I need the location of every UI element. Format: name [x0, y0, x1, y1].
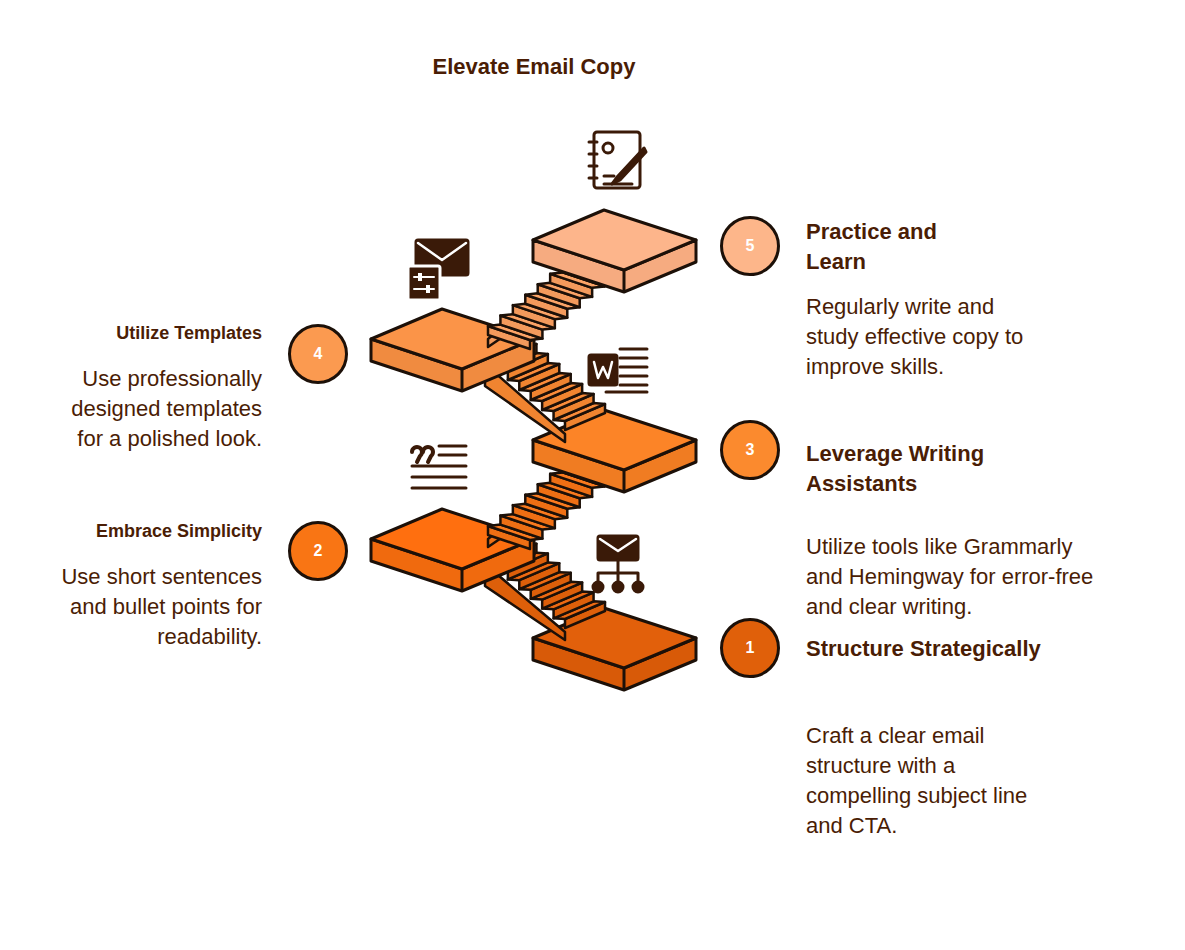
step-node: 4Utilize TemplatesUse professionally des…: [288, 324, 348, 384]
step-description: Regularly write and study effective copy…: [806, 292, 1051, 382]
step-number: 4: [288, 324, 348, 384]
envelope-body: [598, 536, 638, 560]
settings-badge: [408, 266, 440, 300]
notebook-ring: [589, 165, 597, 168]
step-heading: Utilize Templates: [22, 321, 262, 345]
text-line: [620, 375, 647, 378]
quote-mark: [423, 447, 433, 462]
step-heading: Leverage Writing Assistants: [806, 439, 1011, 499]
notebook-ring: [589, 141, 597, 144]
platform: [533, 608, 696, 690]
notebook-ring: [589, 177, 597, 180]
step-node: 2Embrace SimplicityUse short sentences a…: [288, 521, 348, 581]
platform: [533, 410, 696, 492]
step-number: 5: [720, 216, 780, 276]
slider-knob: [426, 285, 430, 293]
step-heading: Structure Strategically: [806, 634, 1096, 664]
platform-edge: [623, 668, 626, 690]
platform-top: [533, 210, 696, 270]
text-line: [620, 366, 647, 369]
envelope-flap: [600, 539, 636, 551]
notebook-mark: [603, 143, 613, 153]
quote-mark: [412, 447, 422, 462]
notebook-ring: [589, 153, 597, 156]
step-node: 3Leverage Writing AssistantsUtilize tool…: [720, 420, 780, 480]
text-line: [620, 357, 647, 360]
platform-edge: [461, 369, 464, 391]
step-number: 1: [720, 618, 780, 678]
slider-line: [414, 288, 434, 290]
text-line: [606, 391, 647, 394]
text-line: [620, 384, 647, 387]
staircase: [371, 210, 696, 690]
text-line: [439, 454, 466, 457]
step-description: Use short sentences and bullet points fo…: [44, 562, 262, 652]
tree-line: [617, 560, 620, 572]
notebook-pen-icon: [589, 132, 646, 188]
step-number: 3: [720, 420, 780, 480]
text-line: [412, 487, 466, 490]
text-line: [620, 348, 647, 351]
step-node: 1Structure StrategicallyCraft a clear em…: [720, 618, 780, 678]
tree-dot: [593, 582, 603, 592]
slider-knob: [418, 273, 422, 281]
notebook-line: [604, 175, 614, 178]
icon-group: [408, 132, 647, 592]
quote-text-icon: [412, 446, 466, 488]
step-heading: Practice and Learn: [806, 217, 966, 277]
notebook-line: [604, 183, 632, 186]
tree-dot: [613, 582, 623, 592]
step-heading: Embrace Simplicity: [22, 519, 262, 543]
platform-edge: [623, 470, 626, 492]
text-line: [439, 445, 466, 448]
text-line: [412, 476, 466, 479]
email-hierarchy-icon: [593, 536, 643, 592]
platform-edge: [461, 569, 464, 591]
platform-edge: [623, 270, 626, 292]
tree-dot: [633, 582, 643, 592]
envelope-flap: [418, 243, 466, 260]
diagram-title: Elevate Email Copy: [334, 52, 734, 82]
step-node: 5Practice and LearnRegularly write and s…: [720, 216, 780, 276]
document-badge: [589, 355, 617, 385]
platform: [533, 210, 696, 292]
pen: [612, 148, 646, 184]
slider-line: [414, 276, 434, 278]
text-line: [412, 465, 466, 468]
step-description: Craft a clear email structure with a com…: [806, 721, 1054, 841]
badge-glyph: [594, 362, 612, 378]
email-settings-icon: [408, 240, 468, 300]
step-number: 2: [288, 521, 348, 581]
step-description: Use professionally designed templates fo…: [44, 364, 262, 454]
step-description: Utilize tools like Grammarly and Hemingw…: [806, 532, 1111, 622]
word-document-icon: [589, 349, 647, 392]
